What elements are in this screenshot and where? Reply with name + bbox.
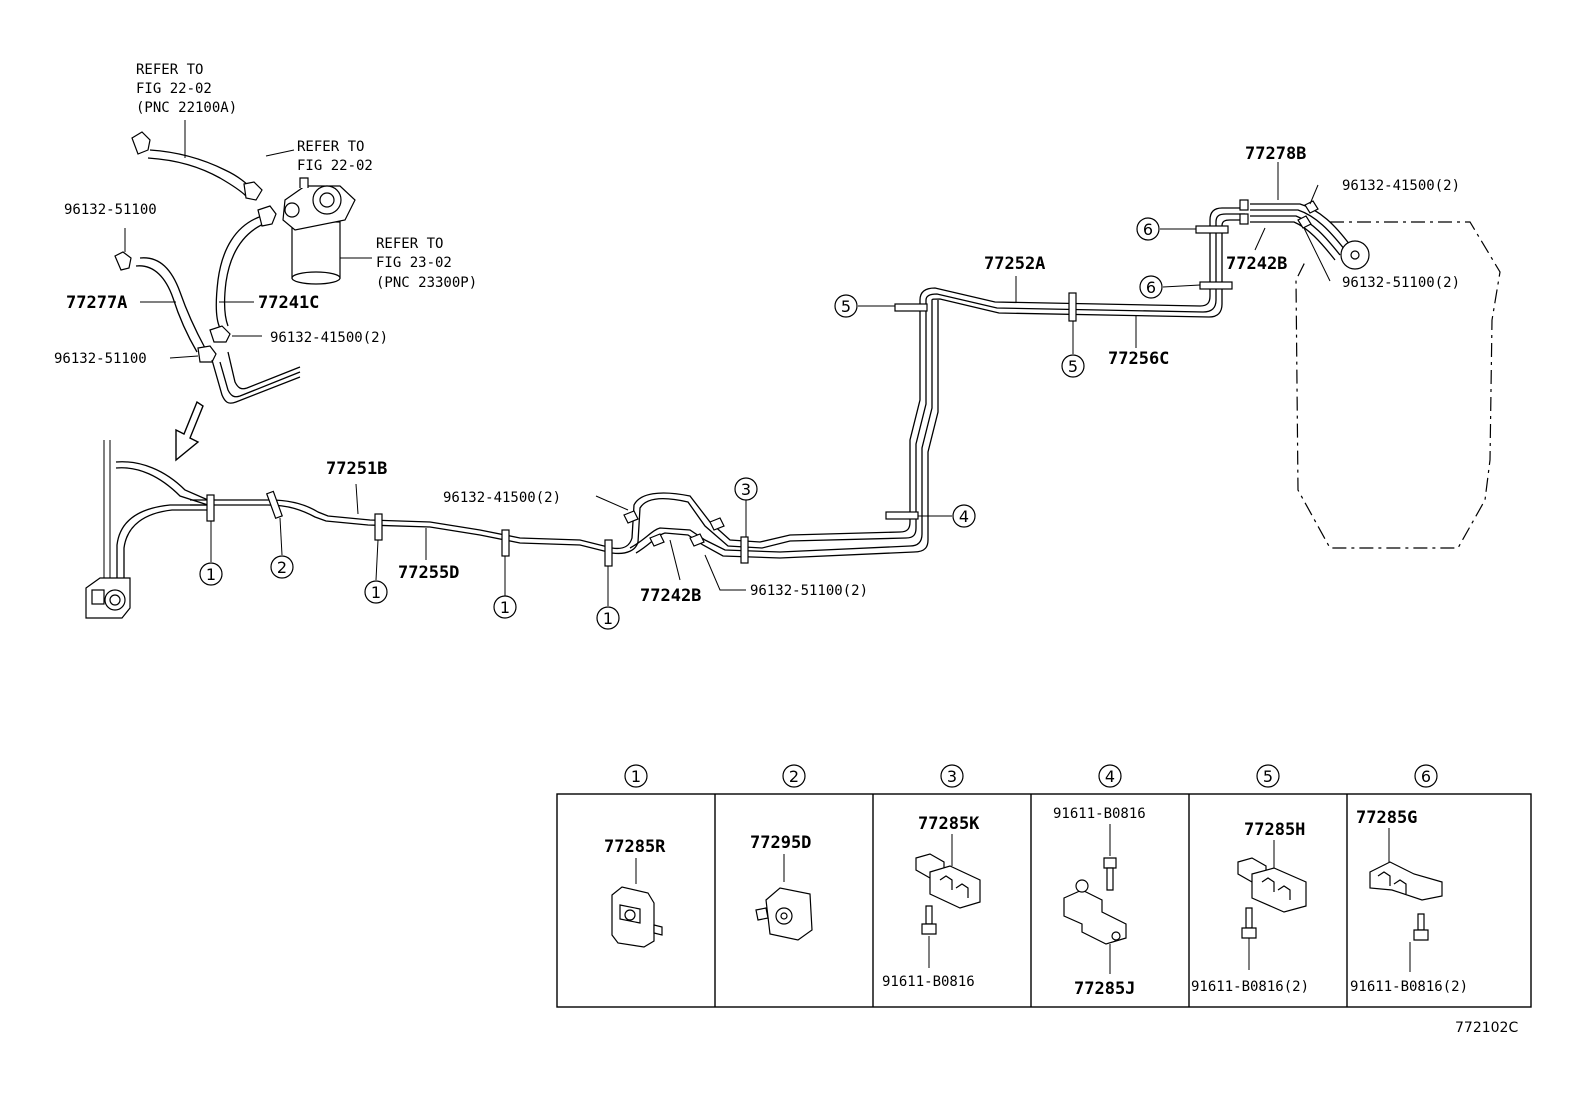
legend-header-2: 2 (789, 767, 799, 786)
clamp-2 (265, 490, 283, 520)
legend-header-3: 3 (947, 767, 957, 786)
clamp-5a (894, 303, 928, 312)
ref-note-1-line3: (PNC 22100A) (136, 100, 237, 116)
callout-1c: 1 (500, 598, 510, 617)
clamp-1b (374, 513, 383, 541)
leader-lines (210, 228, 1201, 606)
charcoal-canister (282, 177, 372, 285)
clamp-6b (1199, 281, 1233, 290)
legend-part-2: 77295D (750, 833, 811, 853)
clamp-3 (740, 536, 749, 564)
label-96132-41500-b: 96132-41500(2) (443, 490, 561, 506)
clamp-6a (1195, 225, 1229, 234)
label-77278B: 77278B (1245, 144, 1306, 164)
legend-header-6: 6 (1421, 767, 1431, 786)
callout-1a: 1 (206, 565, 216, 584)
upper-hose-assembly (114, 120, 372, 462)
callout-5a: 5 (841, 297, 851, 316)
clamp-77285H-icon (1237, 857, 1307, 939)
line-clamps (206, 225, 1233, 567)
callout-5b: 5 (1068, 357, 1078, 376)
clamp-1a (206, 494, 215, 522)
label-96132-41500-a: 96132-41500(2) (270, 330, 388, 346)
label-77241C: 77241C (258, 293, 319, 313)
label-77256C: 77256C (1108, 349, 1169, 369)
legend-header-4: 4 (1105, 767, 1115, 786)
legend-part-1: 77285R (604, 837, 666, 857)
clamp-legend-table: 1 2 3 4 5 6 77285R 77295D 77285K (556, 764, 1532, 1008)
clamp-5b (1068, 292, 1077, 322)
callout-circles: 1 2 1 1 1 3 4 5 5 6 6 (199, 217, 1163, 630)
direction-arrow (175, 400, 204, 462)
clamp-77285G-icon (1369, 861, 1443, 941)
ref-note-2-line1: REFER TO (297, 139, 364, 155)
clamp-4 (885, 511, 919, 520)
legend-bolt-5: 91611-B0816(2) (1191, 979, 1309, 995)
clamp-1d (604, 539, 613, 567)
callout-1d: 1 (603, 609, 613, 628)
callout-4: 4 (959, 507, 969, 526)
legend-part-6: 77285G (1356, 808, 1417, 828)
clamp-77285K-icon (915, 853, 981, 935)
label-77277A: 77277A (66, 293, 127, 313)
callout-3: 3 (741, 480, 751, 499)
ref-note-1-line1: REFER TO (136, 62, 203, 78)
label-77242B-b: 77242B (1226, 254, 1287, 274)
clamp-1c (501, 529, 510, 557)
legend-bolt-3: 91611-B0816 (882, 974, 975, 990)
lower-fuel-lines (190, 207, 1245, 559)
label-96132-51100-c: 96132-51100(2) (750, 583, 868, 599)
ref-note-1-line2: FIG 22-02 (136, 81, 212, 97)
legend-header-1: 1 (631, 767, 641, 786)
legend-header-5: 5 (1263, 767, 1273, 786)
legend-part-3: 77285K (918, 814, 980, 834)
label-77252A: 77252A (984, 254, 1045, 274)
legend-part-5: 77285H (1244, 820, 1305, 840)
ref-note-2-line2: FIG 22-02 (297, 158, 373, 174)
ref-note-3-line1: REFER TO (376, 236, 443, 252)
clamp-77285R-icon (611, 886, 663, 948)
callout-2: 2 (277, 558, 287, 577)
label-77251B: 77251B (326, 459, 387, 479)
label-96132-41500-c: 96132-41500(2) (1342, 178, 1460, 194)
legend-bolt-6: 91611-B0816(2) (1350, 979, 1468, 995)
fuel-tank-outline (1239, 162, 1501, 549)
callout-1b: 1 (371, 583, 381, 602)
clamp-77285J-icon (1063, 857, 1127, 945)
callout-6b: 6 (1146, 278, 1156, 297)
label-96132-51100-b: 96132-51100 (54, 351, 147, 367)
legend-bolt-4: 91611-B0816 (1053, 806, 1146, 822)
label-77242B-a: 77242B (640, 586, 701, 606)
label-77255D: 77255D (398, 563, 459, 583)
legend-part-4: 77285J (1074, 979, 1135, 999)
label-96132-51100-a: 96132-51100 (64, 202, 157, 218)
figure-code: 772102C (1455, 1020, 1518, 1036)
ref-note-3-line3: (PNC 23300P) (376, 275, 477, 291)
clamp-77295D-icon (755, 887, 813, 941)
callout-6a: 6 (1143, 220, 1153, 239)
ref-note-3-line2: FIG 23-02 (376, 255, 452, 271)
label-96132-51100-d: 96132-51100(2) (1342, 275, 1460, 291)
fuel-pump-unit (85, 440, 209, 619)
